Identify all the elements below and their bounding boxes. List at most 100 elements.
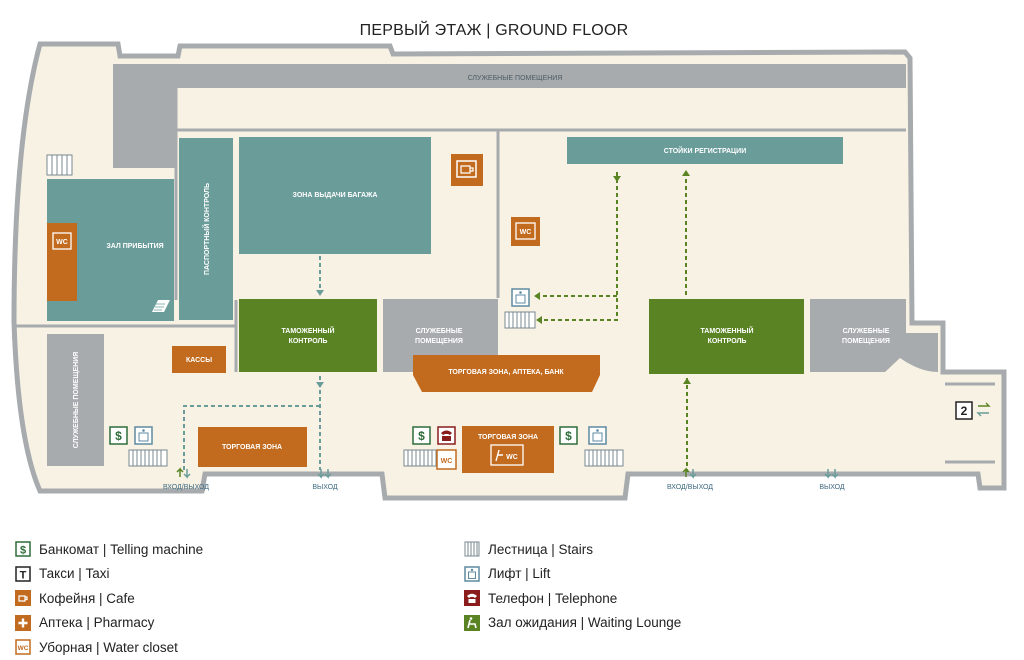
pharmacy-icon [15, 614, 31, 631]
cafe-icon [451, 154, 483, 186]
legend-label: Лестница | Stairs [488, 541, 594, 557]
service-rooms-mid-label-1: СЛУЖЕБНЫЕ [416, 328, 463, 335]
svg-text:T: T [20, 569, 27, 581]
cashier-label: КАССЫ [186, 357, 212, 364]
stairs-icon [504, 311, 536, 329]
floor-2-icon: 2 [955, 401, 973, 420]
customs-right-label-1: ТАМОЖЕННЫЙ [700, 326, 753, 335]
gate-entry-exit-1: ВХОД/ВЫХОД [163, 484, 209, 491]
legend-item-taxi: T Такси | Taxi [15, 562, 203, 587]
customs-right [649, 299, 804, 374]
passport-control-label: ПАСПОРТНЫЙ КОНТРОЛЬ [202, 183, 211, 275]
taxi-icon: T [15, 566, 31, 582]
svg-text:$: $ [20, 545, 26, 557]
svg-text:WC: WC [520, 229, 532, 236]
atm-icon: $ [559, 426, 578, 445]
service-rooms-top-label: СЛУЖЕБНЫЕ ПОМЕЩЕНИЯ [468, 75, 563, 82]
waiting-lounge-wc-sign: WC [490, 444, 524, 466]
stairs-icon [464, 541, 480, 557]
entry-exit-arrows-2 [682, 467, 697, 479]
stairs-icon [584, 449, 624, 467]
legend-item-atm: $ Банкомат | Telling machine [15, 537, 203, 562]
gate-exit-1: ВЫХОД [312, 484, 338, 491]
service-rooms-mid-label-2: ПОМЕЩЕНИЯ [415, 338, 463, 345]
route-arrows-arrivals [316, 290, 324, 388]
customs-left-label-2: КОНТРОЛЬ [289, 338, 328, 345]
page-title: ПЕРВЫЙ ЭТАЖ | GROUND FLOOR [359, 22, 629, 39]
legend-item-waiting-lounge: Зал ожидания | Waiting Lounge [464, 611, 681, 636]
baggage-claim-label: ЗОНА ВЫДАЧИ БАГАЖА [293, 192, 378, 199]
customs-left [239, 299, 377, 372]
route-lines [538, 172, 688, 472]
escalator-icon [152, 300, 170, 312]
baggage-claim-zone [239, 137, 431, 254]
cafe-icon [15, 590, 31, 607]
legend-left: $ Банкомат | Telling machine T Такси | T… [15, 537, 203, 660]
lift-icon [511, 288, 530, 307]
legend-item-pharmacy: Аптека | Pharmacy [15, 611, 203, 636]
atm-icon: $ [15, 541, 31, 557]
legend-label: Телефон | Telephone [488, 590, 618, 606]
shop-zone-left [198, 427, 307, 467]
waiting-lounge-icon [464, 614, 480, 631]
legend-item-lift: Лифт | Lift [464, 562, 681, 587]
legend-label: Зал ожидания | Waiting Lounge [488, 615, 682, 631]
svg-text:$: $ [418, 429, 425, 443]
wc-icon: WC [511, 217, 540, 246]
legend-right: Лестница | Stairs Лифт | Lift Телефон | … [464, 537, 681, 635]
svg-text:WC: WC [18, 645, 29, 652]
atm-icon: $ [412, 426, 431, 445]
legend-item-telephone: Телефон | Telephone [464, 586, 681, 611]
legend-label: Аптека | Pharmacy [39, 615, 155, 631]
service-rooms-left [47, 334, 104, 466]
legend-label: Уборная | Water closet [39, 639, 178, 655]
service-rooms-right-label-2: ПОМЕЩЕНИЯ [842, 338, 890, 345]
legend-item-stairs: Лестница | Stairs [464, 537, 681, 562]
shop-pharmacy-bank-label: ТОРГОВАЯ ЗОНА, АПТЕКА, БАНК [448, 369, 564, 376]
wc-icon: WC [15, 639, 31, 655]
legend-label: Лифт | Lift [488, 566, 551, 582]
lift-icon [464, 566, 480, 582]
customs-left-label-1: ТАМОЖЕННЫЙ [281, 326, 334, 335]
svg-text:WC: WC [506, 454, 518, 461]
service-rooms-right-label-1: СЛУЖЕБНЫЕ [843, 328, 890, 335]
cashier-desks [172, 346, 226, 373]
customs-right-label-2: КОНТРОЛЬ [708, 338, 747, 345]
entry-exit-arrows-1 [176, 467, 191, 479]
service-rooms-right [810, 299, 938, 372]
legend-label: Кофейня | Cafe [39, 590, 135, 606]
stairs-icon [46, 154, 73, 176]
legend-item-cafe: Кофейня | Cafe [15, 586, 203, 611]
arrivals-hall-label: ЗАЛ ПРИБЫТИЯ [106, 243, 163, 250]
transfer-arrows-icon [976, 402, 991, 417]
legend-label: Банкомат | Telling machine [39, 541, 204, 557]
lift-icon [134, 426, 153, 445]
legend-label: Такси | Taxi [39, 566, 110, 582]
exit-arrows-1 [317, 469, 332, 479]
legend-item-wc: WC Уборная | Water closet [15, 635, 203, 660]
svg-text:$: $ [565, 429, 572, 443]
wc-icon: WC [436, 449, 457, 470]
exit-arrows-2 [824, 469, 839, 479]
svg-text:WC: WC [56, 239, 68, 246]
svg-text:$: $ [115, 429, 122, 443]
stairs-icon [403, 449, 443, 467]
wc-icon: WC [47, 223, 77, 301]
stairs-icon [128, 449, 168, 467]
atm-icon: $ [109, 426, 128, 445]
shop-zone-left-label: ТОРГОВАЯ ЗОНА [222, 444, 282, 451]
gate-entry-exit-2: ВХОД/ВЫХОД [667, 484, 713, 491]
svg-text:2: 2 [961, 404, 968, 418]
svg-text:WC: WC [441, 458, 453, 465]
shop-zone-center-label: ТОРГОВАЯ ЗОНА [478, 434, 538, 441]
shop-pharmacy-bank-zone [413, 355, 600, 392]
route-lines-arrivals [183, 256, 321, 470]
gate-exit-2: ВЫХОД [819, 484, 845, 491]
service-rooms-top [113, 64, 906, 168]
telephone-icon [464, 590, 480, 607]
passport-control [179, 138, 233, 320]
checkin-desks-label: СТОЙКИ РЕГИСТРАЦИИ [664, 146, 747, 155]
checkin-desks [567, 137, 843, 164]
service-rooms-left-label: СЛУЖЕБНЫЕ ПОМЕЩЕНИЯ [73, 352, 80, 449]
